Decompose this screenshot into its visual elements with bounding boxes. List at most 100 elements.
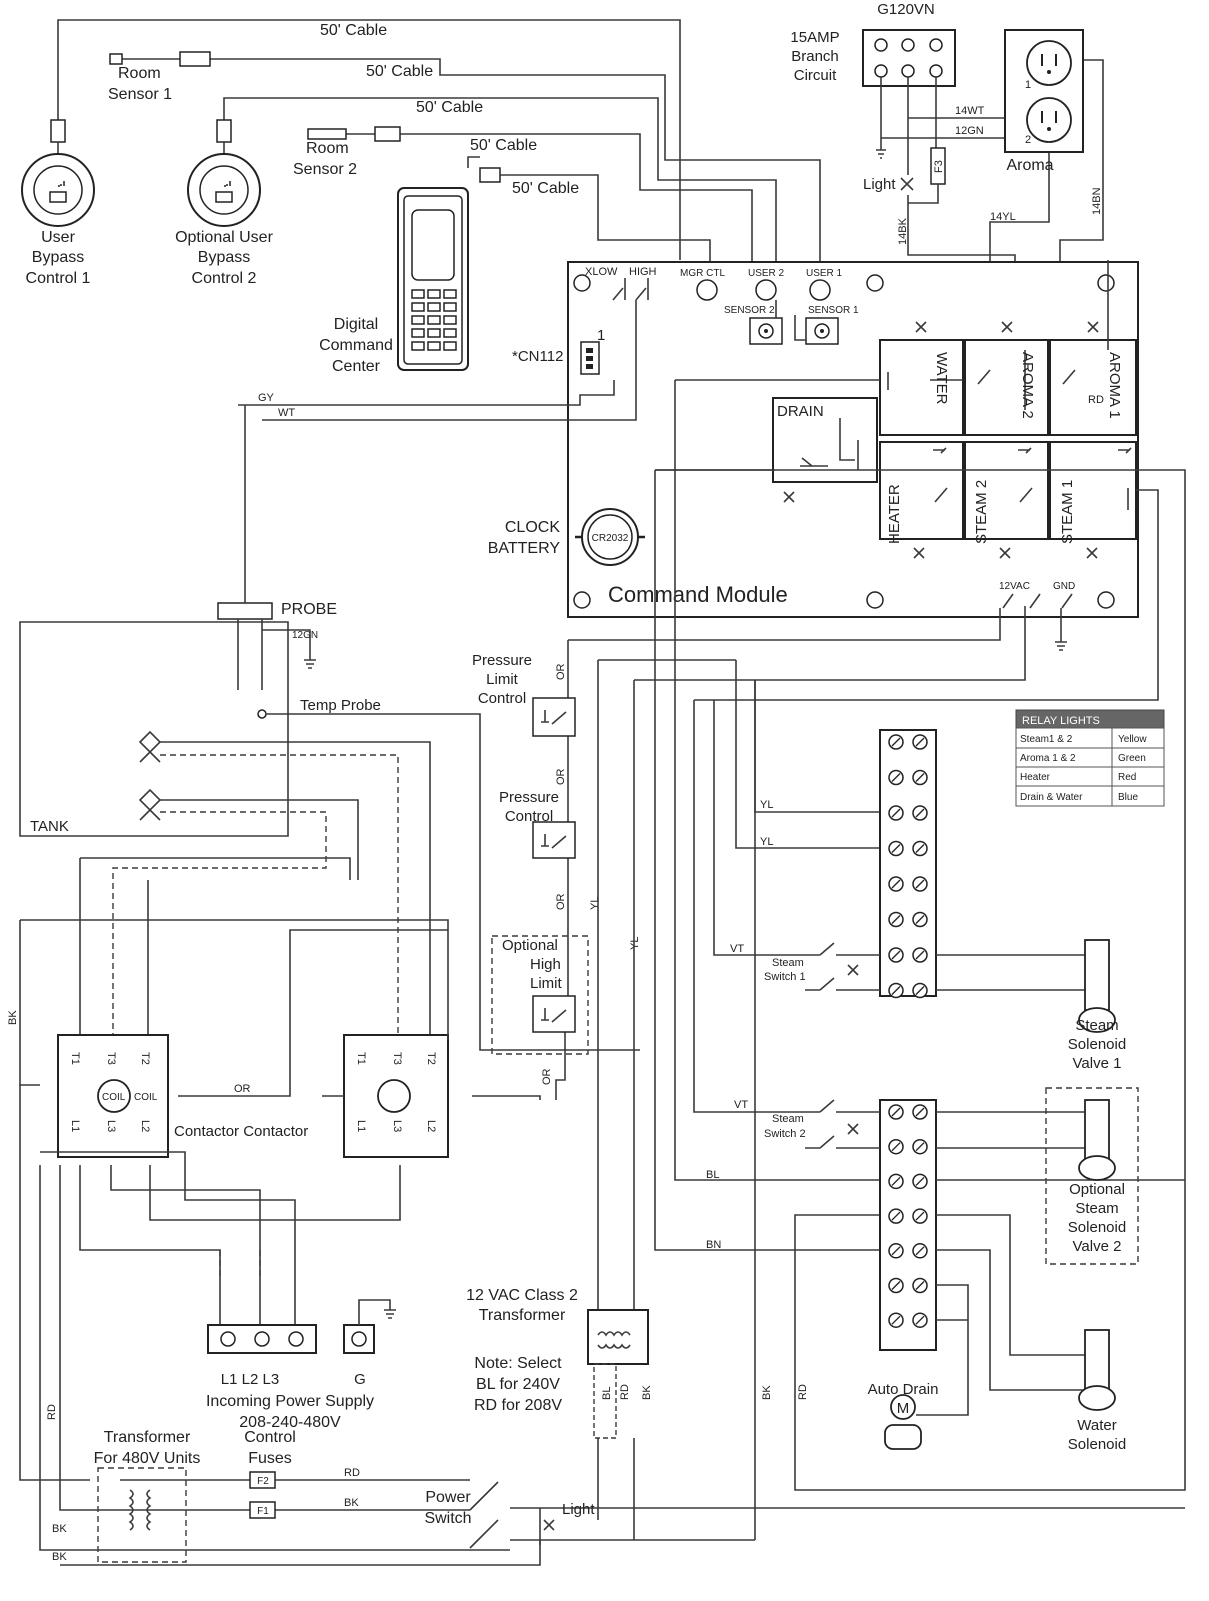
terminal-screw-slot	[915, 879, 925, 889]
contactor-1-l1: L1	[69, 1120, 81, 1132]
wire-bk-2: BK	[641, 1385, 653, 1400]
terminal-screw-slot	[891, 737, 901, 747]
terminal-screw-slot	[891, 1142, 901, 1152]
cable-label-5: 50' Cable	[512, 180, 579, 197]
relay-lights-table	[1015, 709, 1165, 807]
contactor-2-t1: T1	[355, 1052, 367, 1065]
wire-yl-4: YL	[760, 836, 773, 848]
cable-label-4: 50' Cable	[470, 137, 537, 154]
steam-switch-1-label-b: Switch 1	[764, 971, 806, 983]
aroma-outlet	[1004, 29, 1084, 153]
steam-switch-2-label-a: Steam	[772, 1113, 804, 1125]
steam1-relay-label: STEAM 1	[1059, 480, 1076, 544]
room-sensor-2-plug	[374, 126, 401, 142]
wire-rd-1: RD	[619, 1384, 631, 1400]
steam-solenoid-1-label-c: Valve 1	[1073, 1055, 1122, 1072]
probe-gn-label: 12GN	[292, 630, 318, 641]
contactor-label: Contactor Contactor	[174, 1123, 308, 1140]
wire-bk-3: BK	[761, 1385, 773, 1400]
coil-label-1: COIL	[102, 1092, 126, 1103]
wire-14wt: 14WT	[955, 105, 985, 117]
relay-lights-title: RELAY LIGHTS	[1022, 715, 1100, 727]
wire-vt-2: VT	[734, 1099, 748, 1111]
relay-lights-r1-b: Yellow	[1118, 734, 1147, 745]
terminal-screw-slot	[915, 1281, 925, 1290]
room-sensor-2-label-a: Room	[306, 140, 349, 157]
terminal-screw-slot	[915, 1142, 925, 1152]
contactor-2-l2: L2	[425, 1120, 437, 1132]
transformer-note-b: BL for 240V	[476, 1376, 560, 1393]
cable-label-1: 50' Cable	[320, 22, 387, 39]
relay-lights-r1-a: Steam1 & 2	[1020, 734, 1073, 745]
pc-label-a: Pressure	[499, 789, 559, 806]
wire-14bn: 14BN	[1091, 187, 1103, 215]
wire-bl: BL	[706, 1169, 719, 1181]
steam-switch-2-label-b: Switch 2	[764, 1128, 806, 1140]
high-label: HIGH	[629, 266, 657, 278]
temp-probe-label: Temp Probe	[300, 697, 381, 714]
drain-relay-label: DRAIN	[777, 403, 824, 420]
contactors	[19, 919, 541, 1481]
ohl-label-a: Optional	[502, 937, 558, 954]
sensor2-label: SENSOR 2	[724, 305, 775, 316]
contactor-2-t2: T2	[425, 1052, 437, 1065]
water-relay-label: WATER	[933, 352, 950, 405]
auto-drain-label: Auto Drain	[868, 1381, 939, 1398]
terminal-screw-slot	[915, 986, 925, 995]
terminal-screw-slot	[891, 1281, 901, 1290]
relay-lights-r2-b: Green	[1118, 753, 1146, 764]
transformer-12-label-b: Transformer	[479, 1307, 566, 1324]
power-switch-label-b: Switch	[424, 1510, 471, 1527]
contactor-1-l3: L3	[105, 1120, 117, 1132]
battery-type: CR2032	[592, 533, 629, 544]
relay-lights-r2-a: Aroma 1 & 2	[1020, 753, 1076, 764]
wire-bl-2: BL	[601, 1387, 613, 1400]
aroma1-relay-label: AROMA 1	[1106, 352, 1123, 419]
probe-label: PROBE	[281, 601, 337, 618]
cn112-pin: 1	[597, 327, 605, 344]
mgr-ctl-label: MGR CTL	[680, 268, 725, 279]
steam-switch-1-label-a: Steam	[772, 957, 804, 969]
clock-label-a: CLOCK	[505, 519, 560, 536]
wire-bk-5: BK	[52, 1523, 67, 1535]
wire-or-3: OR	[555, 893, 567, 910]
motor-label: M	[897, 1400, 910, 1417]
wire-gy: GY	[258, 392, 275, 404]
terminal-screw-slot	[915, 1315, 925, 1325]
cable-label-3: 50' Cable	[416, 99, 483, 116]
room-sensor-1-label-a: Room	[118, 65, 161, 82]
heater-relay-label: HEATER	[886, 484, 903, 544]
user1-label: USER 1	[806, 268, 843, 279]
terminal-screw-slot	[891, 844, 901, 853]
transformer-480-label-a: Transformer	[104, 1429, 191, 1446]
solenoid-valves	[884, 939, 1139, 1450]
wire-vt-1: VT	[730, 943, 744, 955]
room-sensor-2-label-b: Sensor 2	[293, 161, 357, 178]
terminal-screw-slot	[915, 1211, 925, 1221]
dcc-label-a: Digital	[334, 316, 378, 333]
terminal-screw-slot	[915, 737, 925, 747]
clock-label-b: BATTERY	[488, 540, 561, 557]
terminal-screw-slot	[915, 808, 925, 818]
sensor1-label: SENSOR 1	[808, 305, 859, 316]
terminal-screw-slot	[915, 773, 925, 782]
wire-14bk: 14BK	[897, 217, 909, 245]
steam-solenoid-2-label-a: Optional	[1069, 1181, 1125, 1198]
terminal-screw-slot	[915, 1176, 925, 1186]
branch-label-b: Branch	[791, 48, 839, 65]
digital-command-center	[397, 187, 469, 371]
incoming-voltage-label: 208-240-480V	[239, 1414, 341, 1431]
wire-rd-4: RD	[46, 1404, 58, 1420]
terminal-screw-slot	[891, 879, 901, 889]
contactor-2-t3: T3	[391, 1052, 403, 1065]
fuses-label-b: Fuses	[248, 1450, 292, 1467]
terminal-screw-slot	[891, 1246, 901, 1256]
contactor-1-t3: T3	[105, 1052, 117, 1065]
relay-lights-r3-b: Red	[1118, 772, 1136, 783]
terminal-screw-slot	[891, 773, 901, 782]
contactor-1-t1: T1	[69, 1052, 81, 1065]
contactor-2-l3: L3	[391, 1120, 403, 1132]
terminal-screw-slot	[915, 1246, 925, 1256]
room-sensor-1-label-b: Sensor 1	[108, 86, 172, 103]
